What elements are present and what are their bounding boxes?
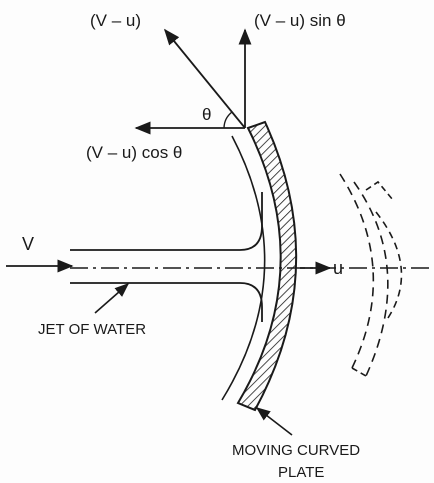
jet-velocity-label: V [22, 234, 34, 254]
jet-caption-leader [94, 283, 130, 314]
displaced-plate-dashed-3 [365, 180, 394, 201]
displaced-plate-outer [375, 211, 403, 319]
axial-component-label: (V – u) cos θ [86, 143, 182, 162]
plate-caption-line2: PLATE [278, 464, 324, 481]
jet-upper-boundary [70, 192, 263, 251]
normal-component-label: (V – u) sin θ [254, 11, 346, 30]
jet-lower-boundary [70, 282, 263, 322]
displaced-plate-dashed-1 [339, 173, 375, 369]
displaced-plate-dashed-2 [353, 181, 389, 377]
plate-caption-leader [255, 407, 293, 436]
jet-caption: JET OF WATER [38, 321, 146, 338]
relative-velocity-label: (V – u) [90, 11, 141, 30]
angle-label: θ [202, 105, 211, 124]
moving-curved-plate [236, 120, 298, 412]
plate-velocity-label: u [333, 258, 343, 278]
angle-arc [223, 111, 233, 129]
plate-caption-line1: MOVING CURVED [232, 442, 360, 459]
displaced-plate-end-cap-bottom [351, 367, 367, 377]
plate-inner-curve [221, 135, 266, 401]
